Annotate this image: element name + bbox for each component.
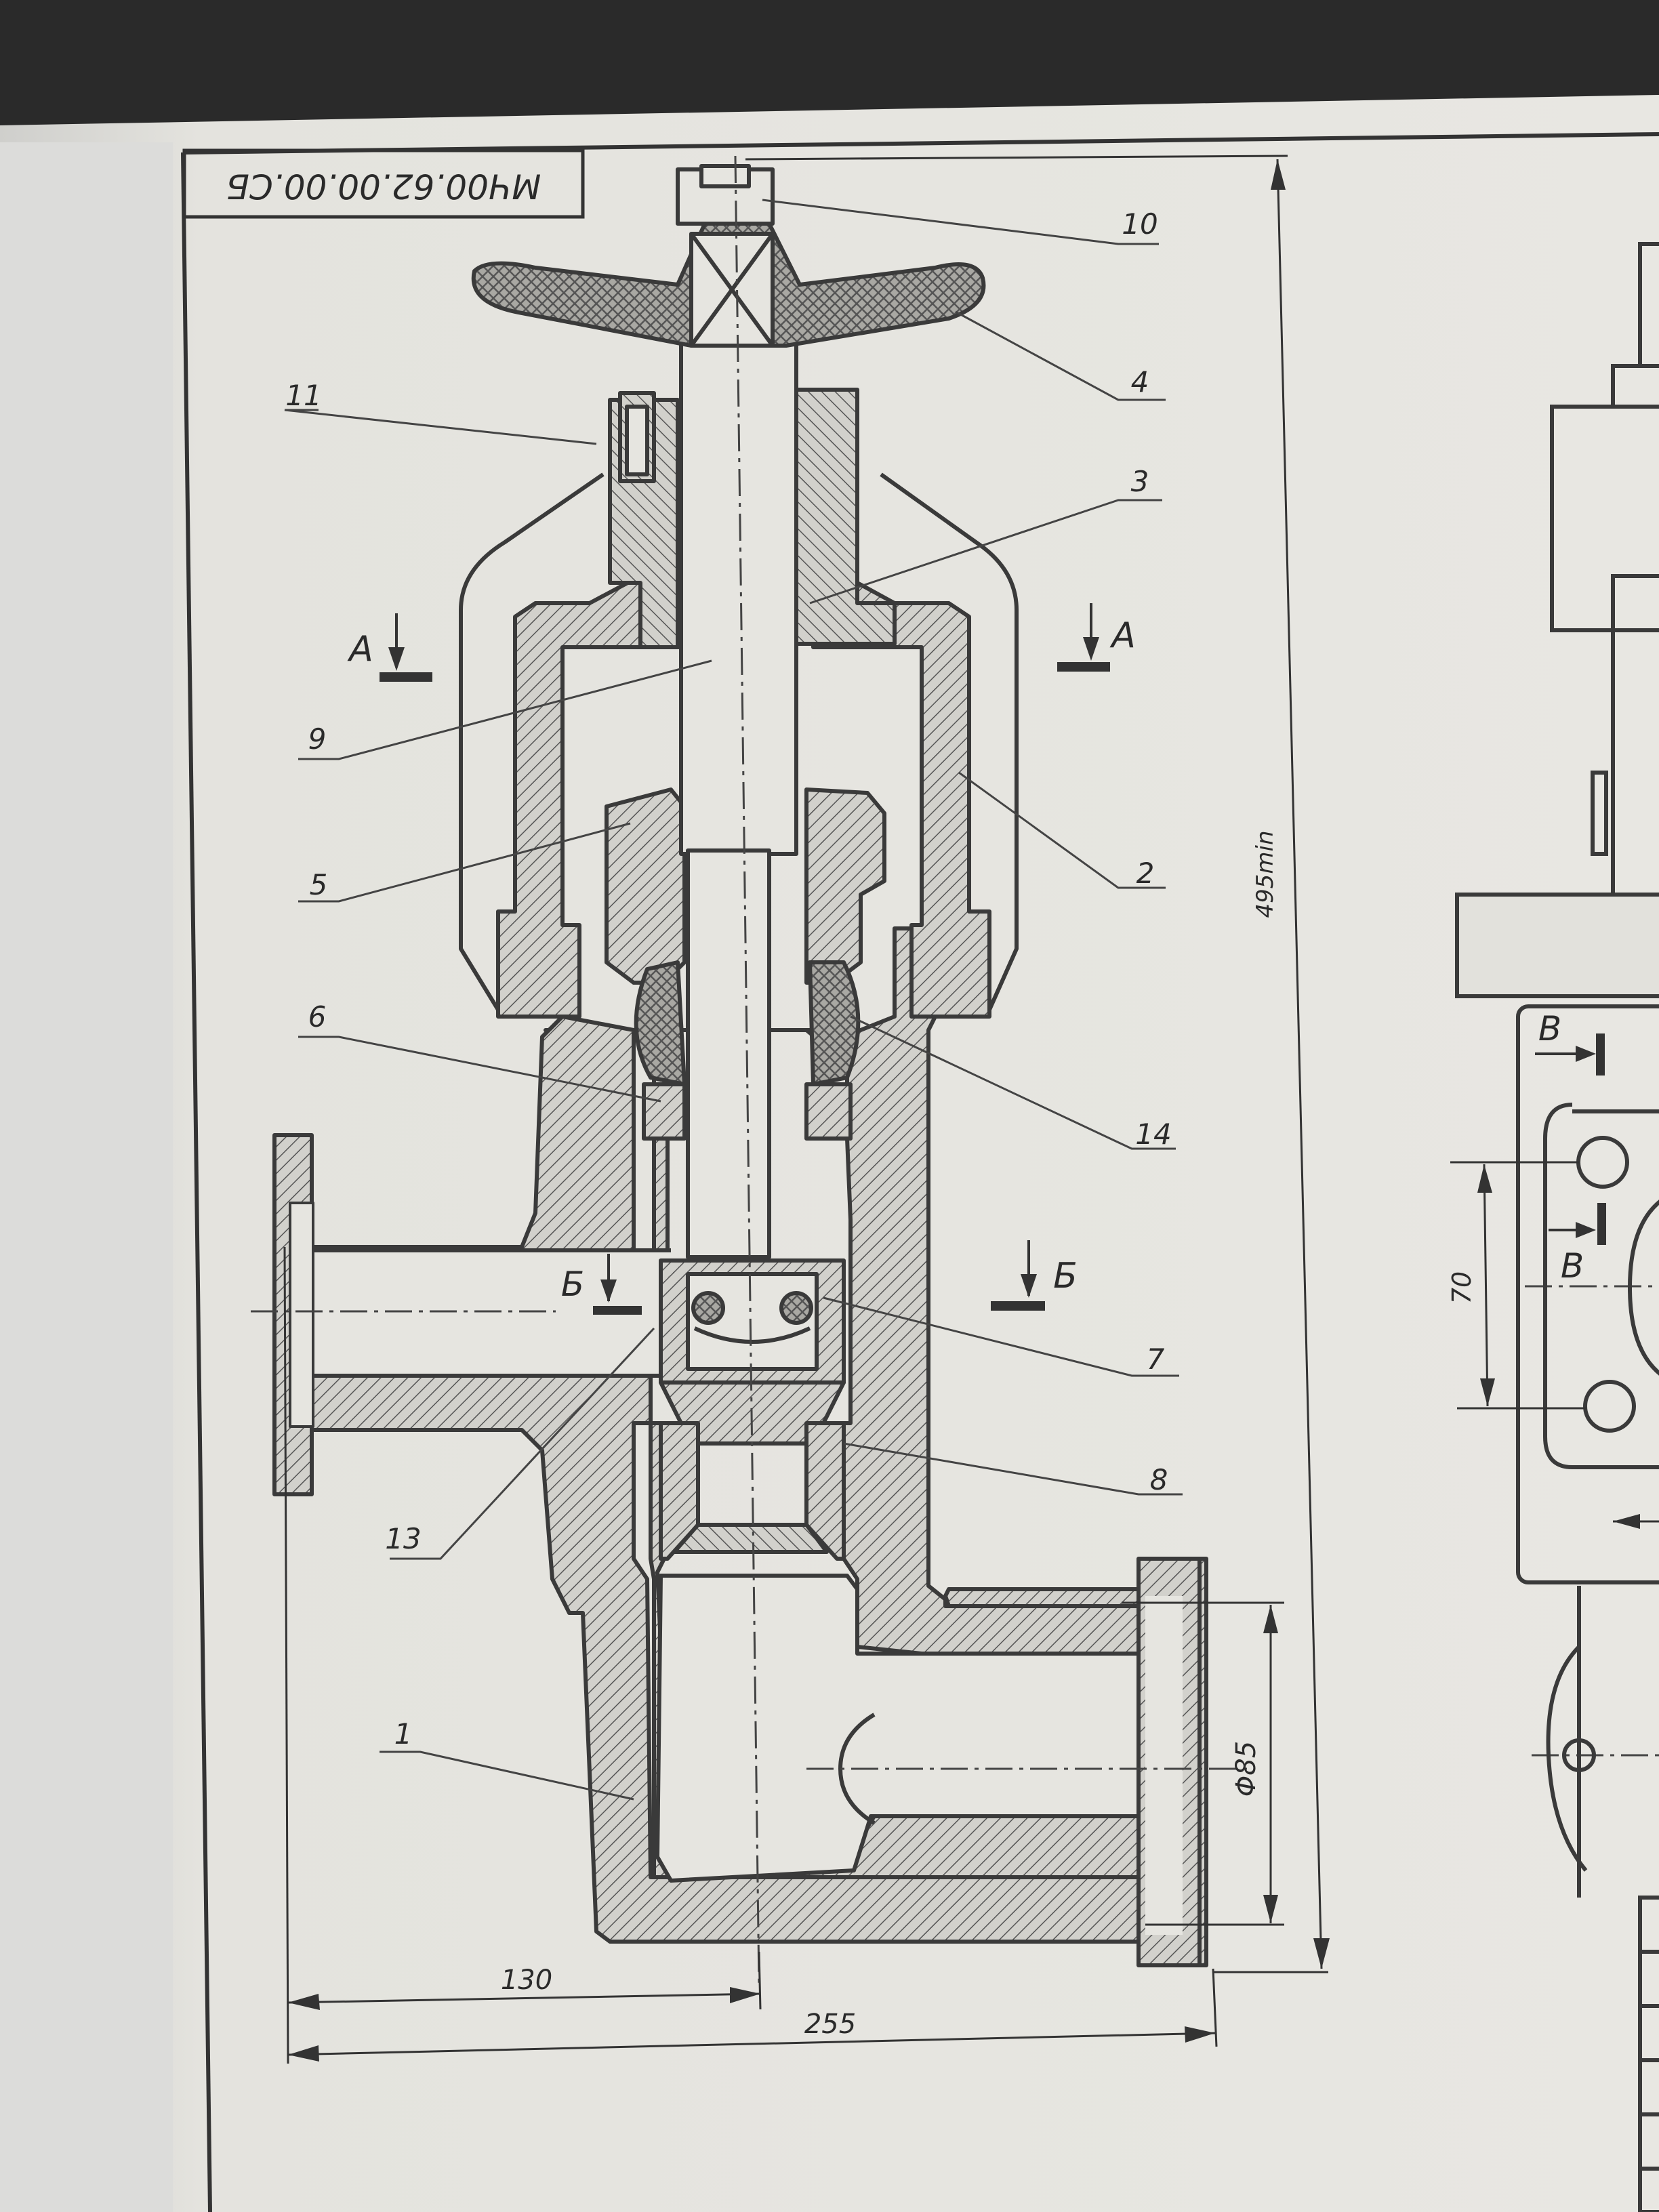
frame-left-line [181, 152, 212, 2212]
part-number: 7 [1147, 1343, 1165, 1376]
part-number: 10 [1122, 207, 1158, 241]
part-number: 5 [310, 868, 328, 901]
section-a-left: А [347, 629, 373, 670]
paper-sheet [0, 95, 1659, 2212]
section-b-left: Б [561, 1265, 584, 1304]
bushing-right [804, 1082, 853, 1141]
inlet-channel [291, 1250, 671, 1376]
title-stamp: МЧ00.62.00.00.СБ [182, 148, 585, 219]
section-v-bottom: В [1561, 1246, 1584, 1286]
side-view [1455, 242, 1659, 2212]
dimension-texts: 495min Φ85 130 255 70 [501, 830, 1477, 2040]
part-number: 11 [285, 379, 321, 412]
stamp-code: МЧ00.62.00.00.СБ [226, 167, 541, 206]
left-sheet-edge [0, 142, 173, 2212]
dim-flange-dia: Φ85 [1231, 1741, 1262, 1797]
section-v-top: В [1538, 1009, 1561, 1048]
part-number: 14 [1135, 1118, 1171, 1151]
gland-nut [605, 787, 687, 985]
section-markers: А А Б Б В В [347, 603, 1606, 1315]
dimension-lines [283, 155, 1659, 2064]
part-number: 6 [308, 1000, 327, 1033]
dim-side-spacing: 70 [1447, 1271, 1477, 1304]
dim-axis-offset: 130 [501, 1965, 552, 1996]
part-number: 9 [308, 722, 327, 756]
part-number: 13 [385, 1522, 421, 1555]
bushing-left [642, 1082, 687, 1141]
packing-right [808, 960, 861, 1086]
part-number: 8 [1150, 1463, 1168, 1496]
yoke-arch [459, 472, 605, 1011]
part-number: 3 [1131, 465, 1149, 498]
leader-lines [284, 199, 1183, 1801]
section-b-right: Б [1053, 1256, 1078, 1296]
section-a-right: А [1109, 615, 1136, 656]
stem-lower [686, 848, 771, 1259]
part-numbers: 10 4 11 3 9 2 5 6 14 7 8 13 1 [285, 207, 1171, 1750]
dim-height: 495min [1252, 830, 1279, 918]
valve-assembly [272, 164, 1208, 1967]
packing-left [634, 960, 687, 1086]
dim-overall-width: 255 [804, 2009, 856, 2040]
valve-body [544, 926, 1195, 1879]
part-number: 1 [394, 1717, 413, 1750]
part-number: 2 [1136, 857, 1155, 890]
part-number: 4 [1131, 365, 1149, 398]
